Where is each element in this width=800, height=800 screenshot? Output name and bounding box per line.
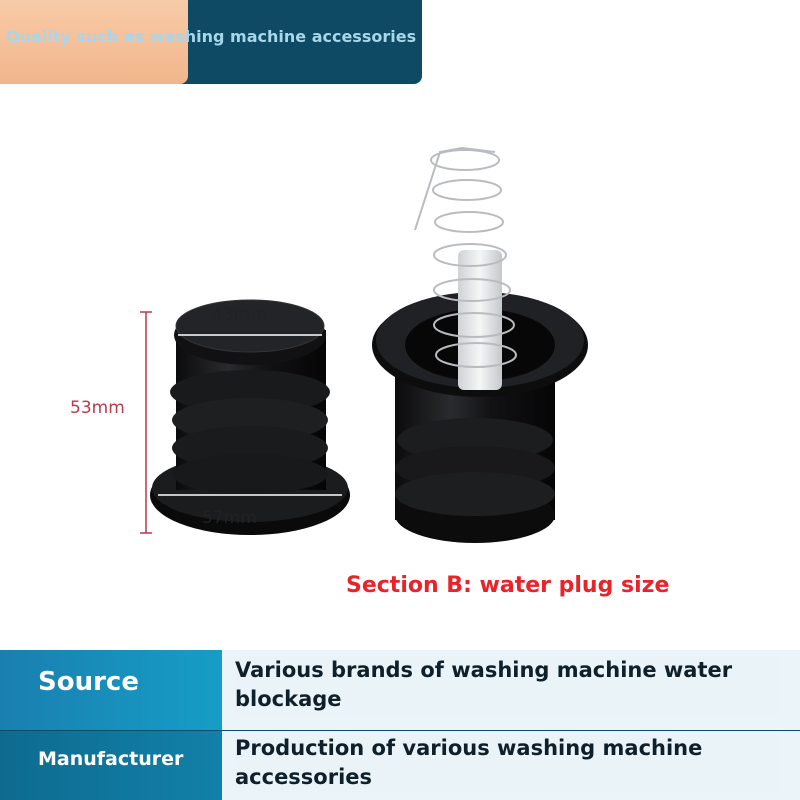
info-value-source: Various brands of washing machine water … — [235, 656, 780, 714]
row-divider — [0, 730, 800, 731]
info-value-manufacturer: Production of various washing machine ac… — [235, 734, 780, 792]
banner-accent — [0, 0, 188, 84]
banner-text: Quality such as washing machine accessor… — [6, 27, 417, 46]
spring — [414, 146, 517, 368]
dimension-top-diameter: 43mm — [212, 305, 267, 325]
top-banner: Quality such as washing machine accessor… — [0, 0, 422, 84]
section-title: Section B: water plug size — [346, 573, 670, 598]
height-marker — [140, 311, 152, 534]
right-plug — [372, 146, 588, 543]
dimension-base-diameter: 57mm — [202, 508, 257, 528]
info-label-manufacturer: Manufacturer — [38, 748, 184, 770]
left-plug — [150, 299, 350, 535]
product-image — [140, 146, 588, 543]
info-label-source: Source — [38, 667, 139, 697]
info-table: Source Various brands of washing machine… — [0, 650, 800, 800]
dimension-height: 53mm — [70, 398, 125, 418]
